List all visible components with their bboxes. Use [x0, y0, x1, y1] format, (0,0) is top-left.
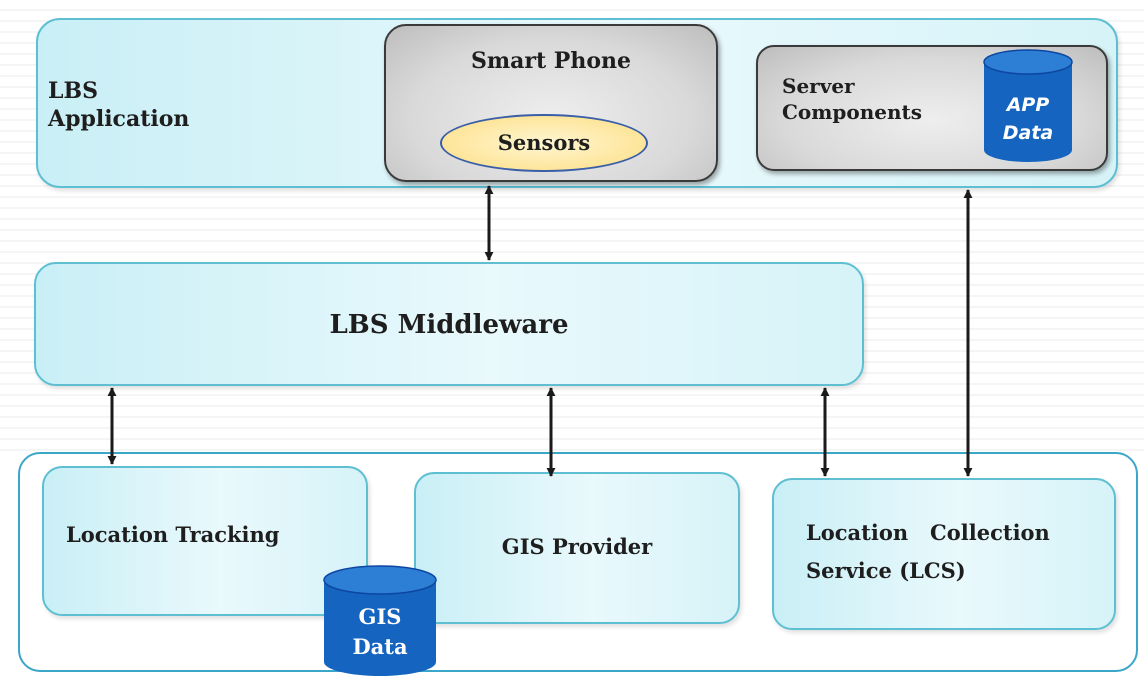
server-components-label-line1: Server: [782, 74, 855, 98]
lbs-middleware-label: LBS Middleware: [329, 310, 569, 340]
gis-data-label-line1: GIS: [358, 604, 402, 629]
app-data-label-line1: APP: [1006, 94, 1050, 116]
sensors-ellipse: [440, 114, 648, 172]
app-data-label-line2: Data: [1002, 122, 1054, 144]
lcs-label-line1: Location Collection: [806, 520, 1050, 545]
gis-data-label-line2: Data: [352, 634, 408, 659]
smart-phone-box: [384, 24, 718, 182]
lbs-application-label-line1: LBS: [48, 78, 98, 104]
location-tracking-box: [42, 466, 368, 616]
lbs-application-label-line2: Application: [48, 106, 190, 132]
location-tracking-label: Location Tracking: [66, 522, 280, 547]
sensors-label: Sensors: [497, 130, 591, 155]
lcs-label-line2: Service (LCS): [806, 558, 966, 583]
smart-phone-label: Smart Phone: [470, 48, 632, 74]
server-components-label-line2: Components: [782, 100, 923, 124]
app-data-cylinder: [983, 49, 1073, 162]
lbs-middleware-box: [34, 262, 864, 386]
lcs-box: [772, 478, 1116, 630]
gis-provider-box: [414, 472, 740, 624]
gis-data-cylinder: [323, 565, 437, 676]
gis-provider-label: GIS Provider: [501, 534, 653, 559]
